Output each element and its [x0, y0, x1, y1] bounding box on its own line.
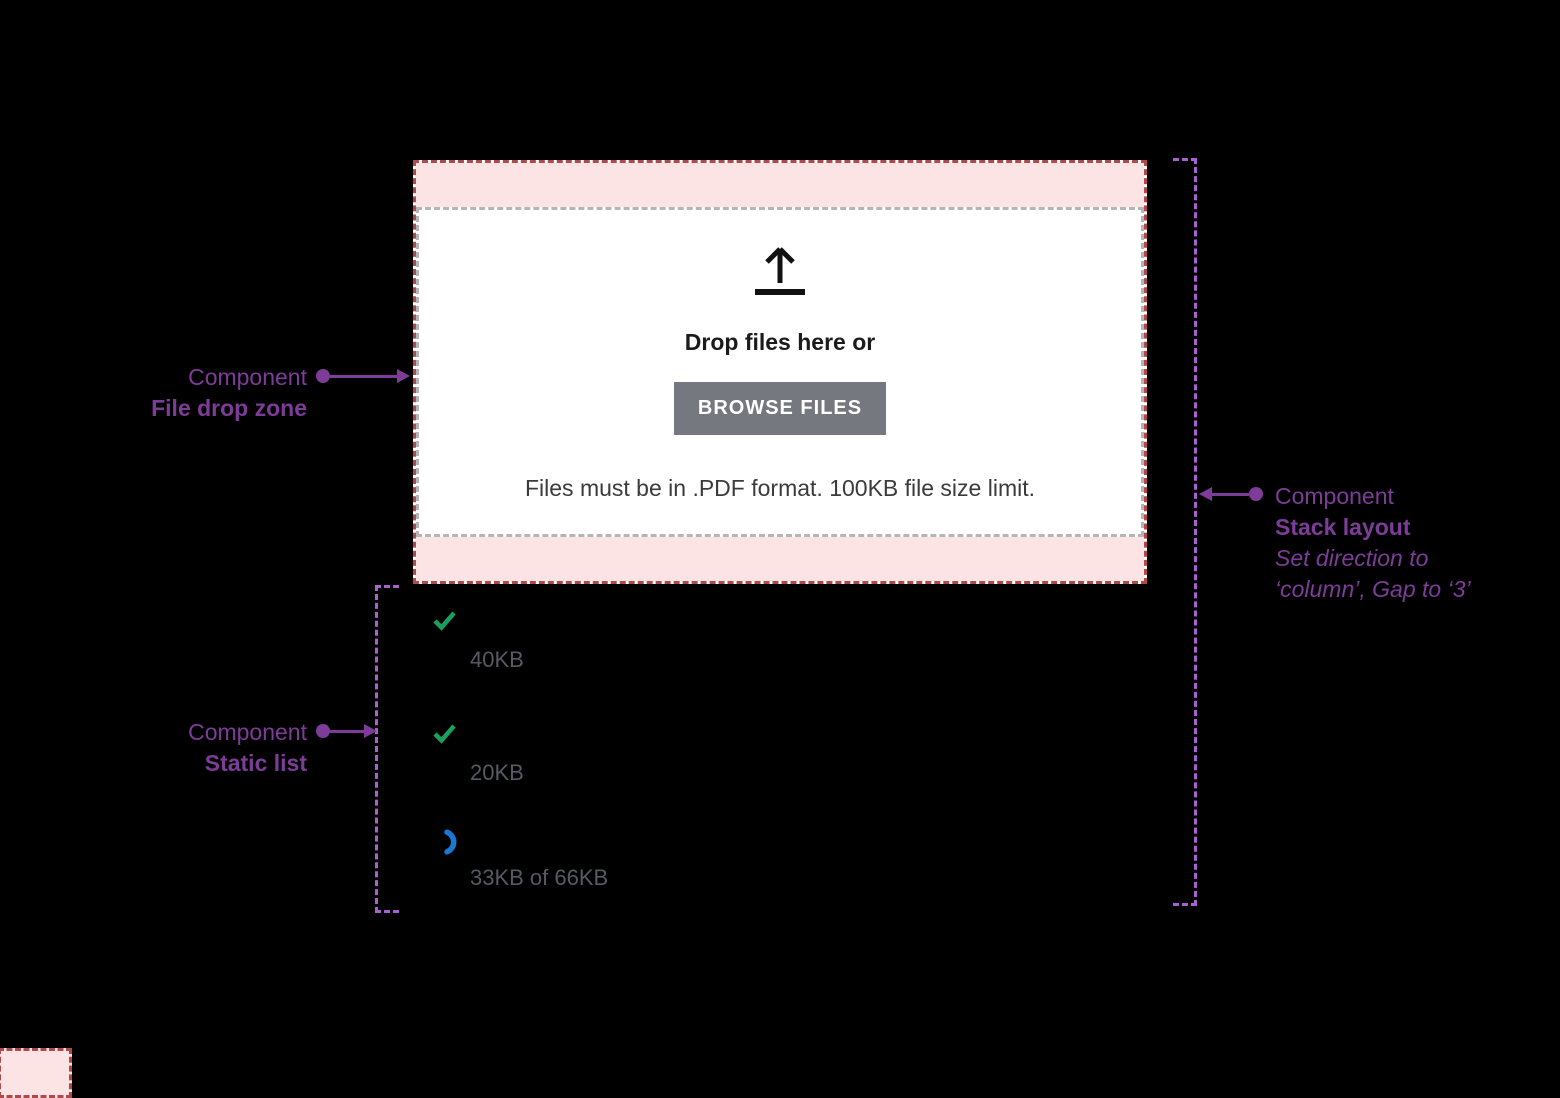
file-size-label: 20KB	[470, 760, 524, 785]
file-drop-zone[interactable]: Drop files here or BROWSE FILES Files mu…	[413, 160, 1147, 584]
arrow-head-icon	[397, 369, 410, 383]
annotation-title: Static list	[204, 750, 307, 776]
annotation-note: Set direction to	[1275, 545, 1429, 571]
annotation-eyebrow: Component	[188, 364, 307, 390]
file-list-item: 20KB	[432, 721, 524, 786]
progress-spinner-icon	[437, 828, 608, 855]
annotation-static-list: Component Static list	[188, 717, 307, 779]
arrow-line	[330, 729, 364, 733]
arrow-line	[1212, 492, 1249, 496]
drop-zone-hint: Files must be in .PDF format. 100KB file…	[525, 474, 1035, 501]
annotation-title: File drop zone	[151, 395, 307, 421]
browse-files-button[interactable]: BROWSE FILES	[673, 381, 887, 435]
arrow-line	[330, 374, 397, 378]
arrow-dot	[316, 369, 330, 383]
drop-zone-inner: Drop files here or BROWSE FILES Files mu…	[416, 207, 1144, 537]
file-list-item: 40KB	[432, 608, 524, 673]
check-icon	[432, 721, 524, 745]
stack-layout-outline	[1173, 158, 1197, 906]
drop-zone-padding-top	[416, 163, 1144, 207]
drop-zone-title: Drop files here or	[684, 328, 876, 355]
drop-zone-padding-bottom	[416, 537, 1144, 581]
arrow-dot	[1249, 487, 1263, 501]
pink-swatch	[0, 1048, 72, 1098]
annotation-eyebrow: Component	[188, 719, 307, 745]
arrow-dot	[316, 724, 330, 738]
file-list-item: 33KB of 66KB	[432, 828, 608, 891]
static-list-outline	[375, 585, 399, 913]
annotation-title: Stack layout	[1275, 514, 1411, 540]
check-icon	[432, 608, 524, 632]
arrow-head-icon	[364, 724, 377, 738]
annotation-arrow-stack-layout	[1199, 487, 1263, 501]
file-size-label: 40KB	[470, 647, 524, 672]
annotation-arrow-drop-zone	[316, 369, 410, 383]
annotation-eyebrow: Component	[1275, 483, 1394, 509]
annotation-file-drop-zone: Component File drop zone	[151, 362, 307, 424]
annotation-arrow-static-list	[316, 724, 377, 738]
upload-arrow-icon	[755, 246, 805, 295]
arrow-head-icon	[1199, 487, 1212, 501]
file-size-label: 33KB of 66KB	[470, 865, 609, 890]
annotation-note: ‘column’, Gap to ‘3’	[1275, 576, 1471, 602]
annotation-stack-layout: Component Stack layout Set direction to …	[1275, 481, 1471, 605]
